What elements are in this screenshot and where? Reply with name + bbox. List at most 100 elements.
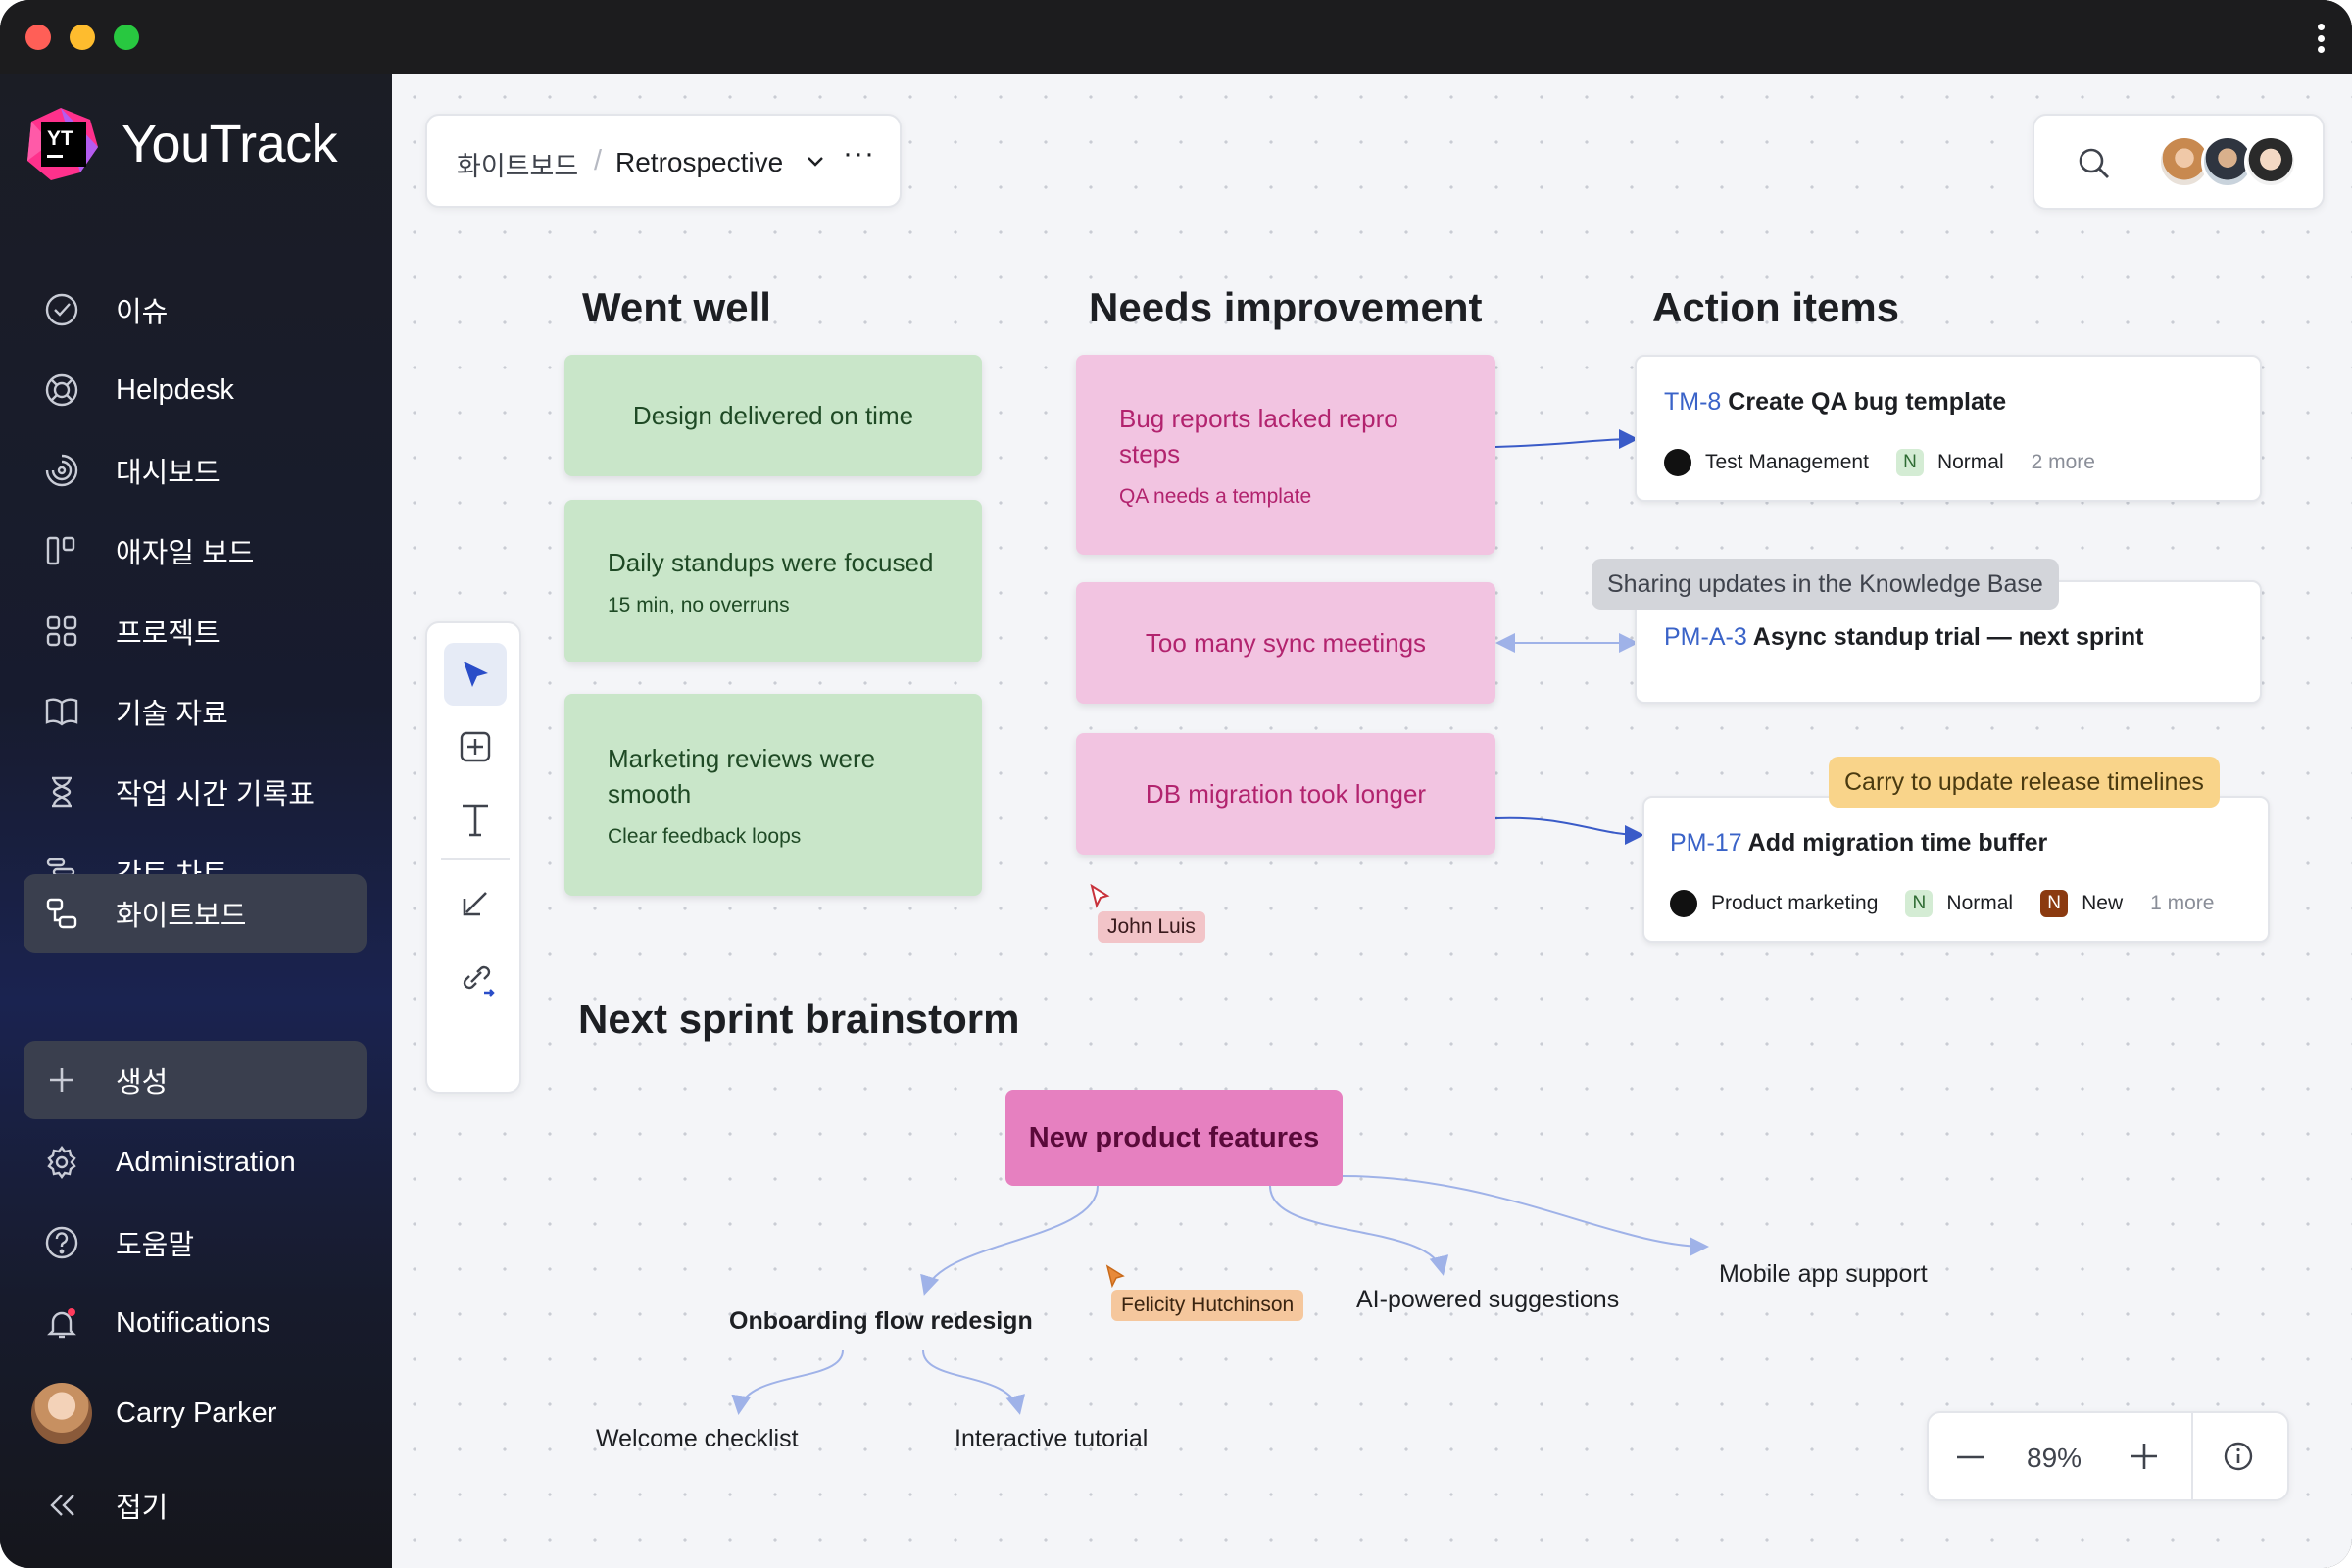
sidebar-item-notifications[interactable]: Notifications [24,1284,367,1362]
collaborator-cursor-label: Felicity Hutchinson [1111,1290,1304,1321]
mindmap-node[interactable]: Onboarding flow redesign [729,1307,1033,1335]
sidebar-item-projects[interactable]: 프로젝트 [24,592,367,670]
mindmap-node[interactable]: AI-powered suggestions [1356,1286,1620,1313]
sidebar-item-label: 이슈 [116,297,169,328]
priority-value: Normal [1946,892,2014,914]
zoom-out-button[interactable] [1954,1445,1987,1470]
lifebuoy-icon [43,371,80,409]
sidebar-item-issues[interactable]: 이슈 [24,270,367,349]
mindmap-node[interactable]: Mobile app support [1719,1260,1928,1288]
connector-arrow[interactable] [1494,816,1644,845]
close-window-button[interactable] [25,24,51,50]
check-circle-icon [43,291,80,328]
zoom-level: 89% [2027,1443,2082,1473]
more-fields-link[interactable]: 1 more [2150,892,2215,914]
connector-tool[interactable] [444,872,507,935]
zoom-in-button[interactable] [2129,1441,2160,1472]
text-tool[interactable] [444,788,507,851]
collapse-sidebar-button[interactable]: 접기 [24,1466,367,1544]
gear-icon [43,1144,80,1181]
zoom-divider [2191,1413,2193,1499]
priority-value: Normal [1936,451,2004,473]
connectors-layer [731,429,1709,1415]
sidebar-item-label: 대시보드 [116,458,220,489]
sidebar-item-label: 작업 시간 기록표 [116,779,315,810]
breadcrumb-separator: / [594,145,603,176]
agile-board-icon [43,532,80,569]
board-more-icon[interactable]: ··· [843,137,875,170]
info-icon[interactable] [2223,1441,2254,1472]
zoom-control: 89% [1927,1411,2289,1501]
priority-badge: N [1895,449,1924,476]
collaborator-avatar[interactable] [2244,135,2297,188]
add-square-icon [460,731,491,762]
column-heading-action-items: Action items [1652,284,1900,330]
project-name: Test Management [1705,451,1869,473]
project-icon [1670,890,1697,917]
sticky-subtext: QA needs a template [1119,485,1312,508]
search-icon[interactable] [2078,147,2111,180]
sidebar-item-help[interactable]: 도움말 [24,1203,367,1282]
comment-label[interactable]: Carry to update release timelines [1829,757,2220,808]
youtrack-logo[interactable]: YT YouTrack [22,104,338,184]
column-heading-needs-improvement: Needs improvement [1089,284,1483,330]
section-heading-brainstorm: Next sprint brainstorm [578,996,1020,1042]
sticky-text: Too many sync meetings [1145,628,1427,658]
pointer-icon [464,662,488,687]
sidebar-item-agile-board[interactable]: 애자일 보드 [24,512,367,590]
select-tool[interactable] [444,643,507,706]
sticky-text: DB migration took longer [1145,779,1427,808]
user-profile[interactable]: Carry Parker [24,1374,367,1452]
sidebar-item-label: 프로젝트 [116,618,220,650]
issue-id[interactable]: PM-A-3 [1664,623,1747,651]
whiteboard-canvas[interactable]: 화이트보드 / Retrospective ··· [392,74,2352,1568]
sticky-note[interactable]: Too many sync meetings [1076,582,1495,704]
board-name[interactable]: Retrospective [615,147,784,177]
sidebar-item-knowledge-base[interactable]: 기술 자료 [24,672,367,751]
project-icon [1664,449,1691,476]
zoom-window-button[interactable] [114,24,139,50]
sidebar-item-helpdesk[interactable]: Helpdesk [24,351,367,429]
mindmap-node[interactable]: Interactive tutorial [955,1425,1149,1452]
svg-text:YT: YT [47,127,74,150]
chevron-down-icon[interactable] [806,155,825,169]
priority-badge: N [1905,890,1934,917]
link-tool[interactable] [444,947,507,1009]
sidebar-item-whiteboard[interactable]: 화이트보드 [24,874,367,953]
sticky-subtext: Clear feedback loops [608,825,802,848]
create-button[interactable]: 생성 [24,1041,367,1119]
sticky-note[interactable]: Marketing reviews were smooth Clear feed… [564,694,982,896]
minimize-window-button[interactable] [70,24,95,50]
issue-title: TM-8 Create QA bug template [1664,388,2007,416]
issue-title: PM-17 Add migration time buffer [1670,829,2048,857]
issue-id[interactable]: TM-8 [1664,388,1722,416]
collaborator-cursor-label: John Luis [1098,911,1205,943]
window-menu-icon[interactable] [2317,24,2325,53]
issue-card[interactable]: PM-17 Add migration time buffer Product … [1642,796,2270,943]
connector-arrow[interactable] [1494,429,1639,450]
sticky-note[interactable]: DB migration took longer [1076,733,1495,855]
sticky-note[interactable]: Design delivered on time [564,355,982,476]
sticky-note[interactable]: Daily standups were focused 15 min, no o… [564,500,982,662]
issue-meta: Product marketing N Normal N New 1 more [1670,890,2214,917]
mindmap-root-node[interactable]: New product features [1005,1090,1343,1186]
sticky-text: Marketing reviews were smooth [608,744,876,808]
more-fields-link[interactable]: 2 more [2031,451,2095,473]
add-element-tool[interactable] [444,715,507,778]
tool-palette [425,621,521,1094]
breadcrumb-root[interactable]: 화이트보드 [457,152,579,181]
plus-icon [43,1061,80,1099]
sticky-text: Design delivered on time [632,401,914,430]
sidebar-item-dashboard[interactable]: 대시보드 [24,431,367,510]
comment-label[interactable]: Sharing updates in the Knowledge Base [1592,559,2059,610]
issue-id[interactable]: PM-17 [1670,829,1742,857]
sticky-note[interactable]: Bug reports lacked repro steps QA needs … [1076,355,1495,555]
sidebar-item-administration[interactable]: Administration [24,1123,367,1201]
collaborator-cursor-icon [1090,884,1110,908]
issue-card[interactable]: TM-8 Create QA bug template Test Managem… [1635,355,2262,502]
mindmap-edge [731,1349,844,1415]
sidebar-item-timesheets[interactable]: 작업 시간 기록표 [24,753,367,831]
mindmap-node[interactable]: Welcome checklist [596,1425,799,1452]
mindmap-edge [922,1349,1025,1415]
column-heading-went-well: Went well [582,284,771,330]
